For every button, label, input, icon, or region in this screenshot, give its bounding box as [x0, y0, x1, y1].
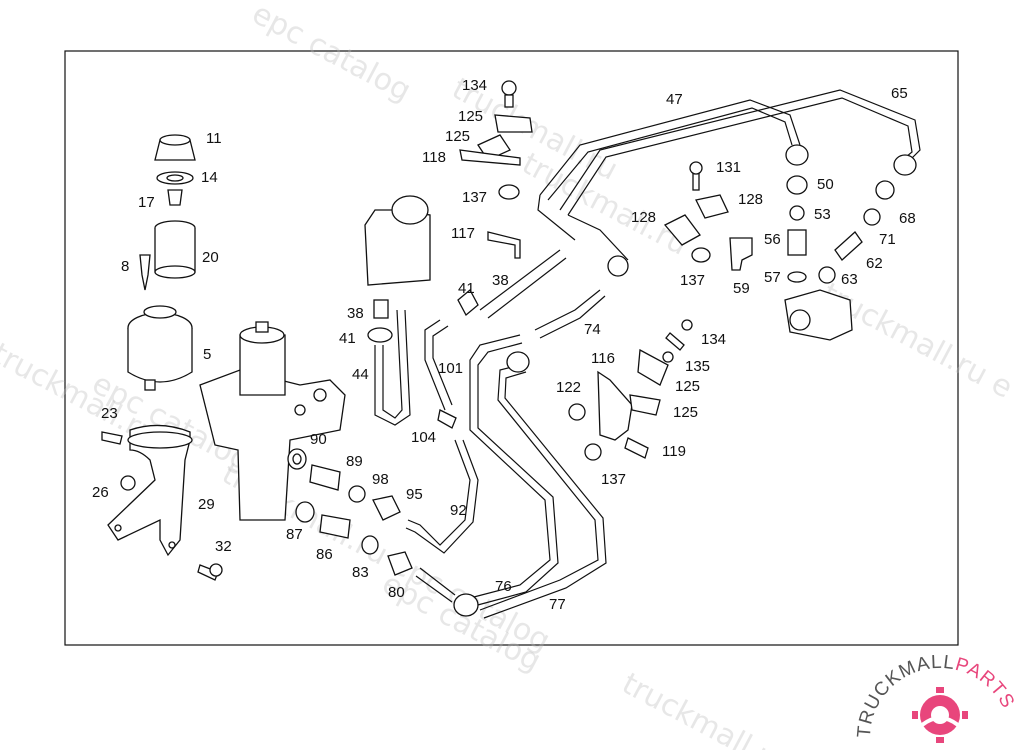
- callout-76: 76: [495, 578, 512, 595]
- callout-131: 131: [716, 159, 741, 176]
- callout-95: 95: [406, 486, 423, 503]
- callout-14: 14: [201, 169, 218, 186]
- callout-118: 118: [422, 149, 446, 166]
- reservoir-assembly: [127, 134, 196, 391]
- callout-86: 86: [316, 546, 333, 563]
- callout-137: 137: [462, 189, 487, 206]
- callout-125: 125: [675, 378, 700, 395]
- callout-23: 23: [101, 405, 118, 422]
- callout-41: 41: [339, 330, 356, 347]
- diagram-frame: [64, 50, 959, 646]
- bracket-29: [101, 424, 223, 581]
- callout-20: 20: [202, 249, 219, 266]
- callout-128: 128: [738, 191, 763, 208]
- gear-icon: [912, 687, 968, 743]
- callout-92: 92: [450, 502, 467, 519]
- callout-38: 38: [492, 272, 509, 289]
- callout-32: 32: [215, 538, 232, 555]
- watermark-text: truckmall.ru: [616, 666, 793, 750]
- callout-74: 74: [584, 321, 601, 338]
- truckmall-logo: TRUCKMALL: [912, 687, 968, 743]
- callout-134: 134: [462, 77, 487, 94]
- pump-assembly: [453, 144, 917, 617]
- callout-71: 71: [879, 231, 896, 248]
- callout-137: 137: [601, 471, 626, 488]
- callout-116: 116: [591, 350, 615, 367]
- callout-89: 89: [346, 453, 363, 470]
- callout-137: 137: [680, 272, 705, 289]
- callout-65: 65: [891, 85, 908, 102]
- callout-125: 125: [673, 404, 698, 421]
- callout-134: 134: [701, 331, 726, 348]
- callout-77: 77: [549, 596, 566, 613]
- fittings-left: [287, 448, 413, 576]
- callout-8: 8: [121, 258, 129, 275]
- logo-arc-dark: TRUCKMALL: [854, 652, 956, 739]
- callout-125: 125: [458, 108, 483, 125]
- callout-38: 38: [347, 305, 364, 322]
- callout-87: 87: [286, 526, 303, 543]
- callout-labels: 134 125 125 118 137 117 47 65 131 128 12…: [92, 77, 916, 613]
- callout-41: 41: [458, 280, 475, 297]
- tubes: [374, 89, 921, 619]
- callout-83: 83: [352, 564, 369, 581]
- callout-26: 26: [92, 484, 109, 501]
- callout-11: 11: [206, 130, 222, 147]
- callout-59: 59: [733, 280, 750, 297]
- callout-56: 56: [764, 231, 781, 248]
- logo-arc-accent: PARTS: [953, 654, 1019, 712]
- callout-47: 47: [666, 91, 683, 108]
- callout-57: 57: [764, 269, 781, 286]
- callout-80: 80: [388, 584, 405, 601]
- callout-98: 98: [372, 471, 389, 488]
- callout-44: 44: [352, 366, 369, 383]
- callout-50: 50: [817, 176, 834, 193]
- callout-119: 119: [662, 443, 686, 460]
- callout-29: 29: [198, 496, 215, 513]
- callout-125: 125: [445, 128, 470, 145]
- bracket-116: [568, 319, 693, 461]
- callout-104: 104: [411, 429, 436, 446]
- callout-122: 122: [556, 379, 581, 396]
- logo-arc: TRUCKMALLPARTS: [854, 652, 1019, 739]
- callout-53: 53: [814, 206, 831, 223]
- callout-135: 135: [685, 358, 710, 375]
- callout-101: 101: [438, 360, 463, 377]
- callout-128: 128: [631, 209, 656, 226]
- callout-62: 62: [866, 255, 883, 272]
- svg-text:TRUCKMALLPARTS: TRUCKMALLPARTS: [854, 652, 1019, 739]
- watermark-text: truckmall.ru e: [816, 276, 1018, 406]
- callout-68: 68: [899, 210, 916, 227]
- callout-17: 17: [138, 194, 155, 211]
- bracket-top: [459, 80, 533, 259]
- callout-90: 90: [310, 431, 327, 448]
- callout-117: 117: [451, 225, 475, 242]
- callout-5: 5: [203, 346, 211, 363]
- reservoir-center: [364, 195, 479, 429]
- steering-gear: [199, 321, 346, 521]
- watermark-text: epc catalog: [246, 0, 416, 109]
- callout-63: 63: [841, 271, 858, 288]
